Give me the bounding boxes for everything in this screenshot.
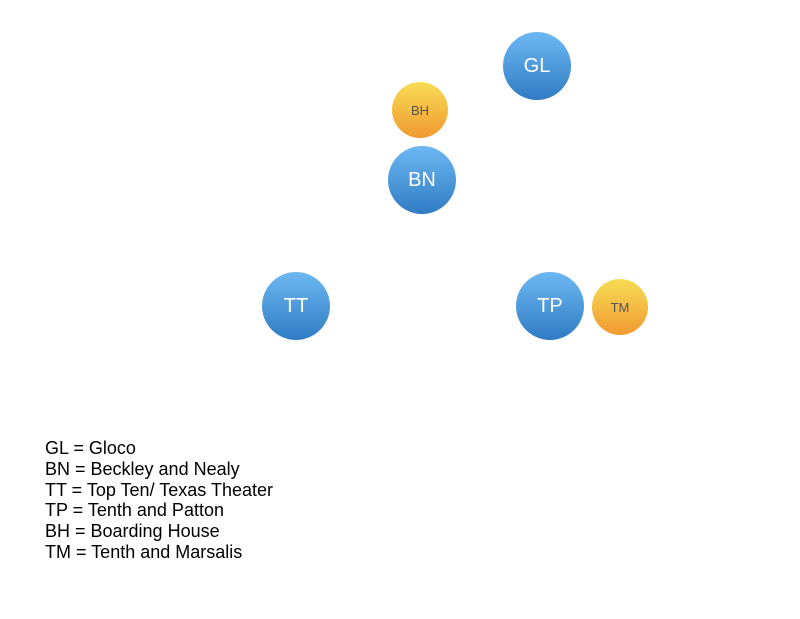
- node-bn: BN: [388, 146, 456, 214]
- node-label: BN: [408, 168, 436, 191]
- node-tp: TP: [516, 272, 584, 340]
- legend: GL = Gloco BN = Beckley and Nealy TT = T…: [45, 438, 273, 563]
- legend-item: GL = Gloco: [45, 438, 136, 458]
- node-tm: TM: [592, 279, 648, 335]
- node-label: TM: [610, 299, 630, 315]
- node-tt: TT: [262, 272, 330, 340]
- legend-item: TT = Top Ten/ Texas Theater: [45, 479, 273, 500]
- legend-item: BH = Boarding House: [45, 521, 220, 542]
- node-label: BH: [410, 102, 430, 118]
- legend-item: BN = Beckley and Nealy: [45, 458, 240, 479]
- node-label: TT: [283, 294, 309, 317]
- node-label: GL: [523, 54, 551, 77]
- legend-item: TM = Tenth and Marsalis: [45, 541, 243, 562]
- node-bh: BH: [392, 82, 448, 138]
- node-label: TP: [537, 294, 563, 317]
- legend-item: TP = Tenth and Patton: [45, 500, 224, 521]
- node-gl: GL: [503, 32, 571, 100]
